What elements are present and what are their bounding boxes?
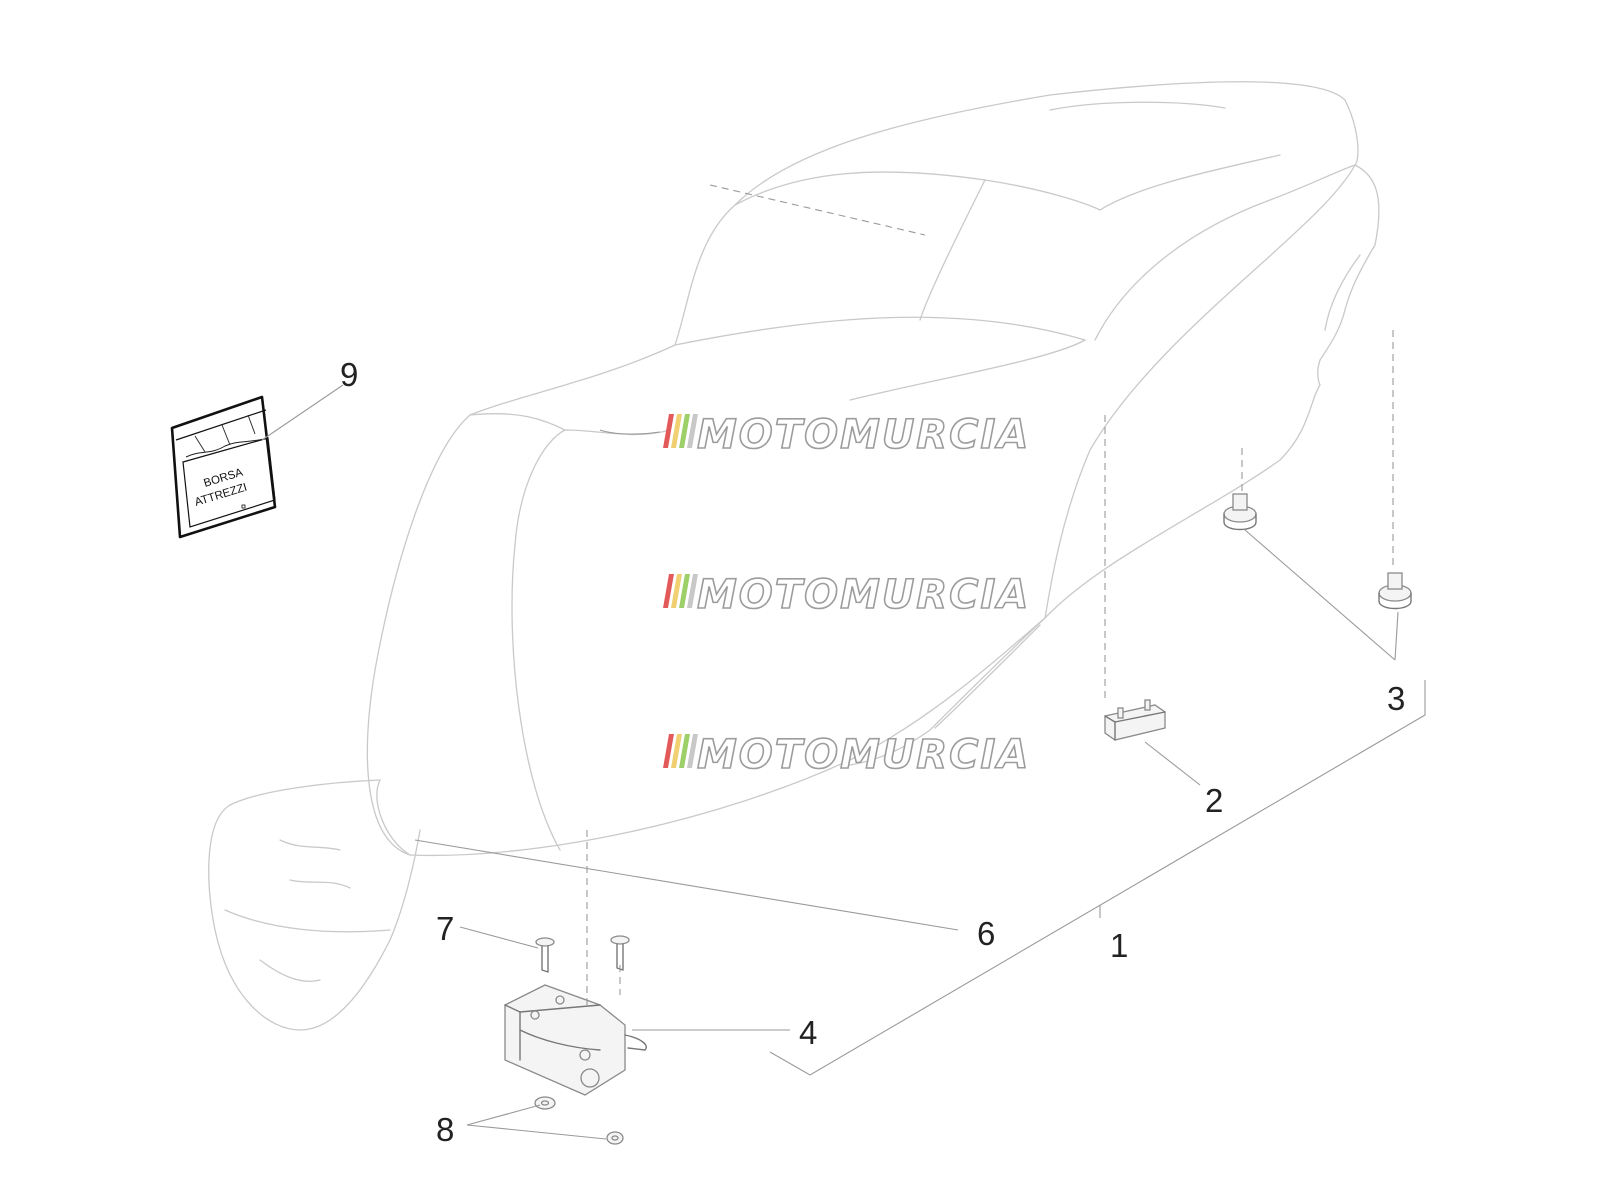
callout-1: 1 xyxy=(1110,927,1128,964)
callout-3: 3 xyxy=(1387,680,1405,717)
watermark-2: MOTOMURCIA xyxy=(663,571,1030,619)
rubber-buffers xyxy=(1223,493,1412,610)
watermark-text-1: MOTOMURCIA xyxy=(697,412,1030,458)
seat-bumper xyxy=(1104,699,1166,741)
watermark-1: MOTOMURCIA xyxy=(663,411,1030,459)
callout-8: 8 xyxy=(436,1111,454,1148)
callout-6: 6 xyxy=(977,915,995,952)
tool-bag: BORSA ATTREZZI xyxy=(170,395,277,539)
callout-labels: 1 2 3 4 6 7 8 9 xyxy=(340,356,1405,1148)
seat-hinge xyxy=(504,984,647,1096)
screws xyxy=(535,935,630,973)
watermark-3: MOTOMURCIA xyxy=(663,731,1030,779)
watermark-text-3: MOTOMURCIA xyxy=(697,732,1030,778)
leader-lines xyxy=(261,330,1426,1140)
washers xyxy=(534,1096,624,1145)
callout-2: 2 xyxy=(1205,782,1223,819)
callout-7: 7 xyxy=(436,910,454,947)
seat-underpan xyxy=(208,779,421,1031)
callout-4: 4 xyxy=(799,1014,817,1051)
callout-9: 9 xyxy=(340,356,358,393)
seat-assembly xyxy=(366,81,1380,857)
watermark-text-2: MOTOMURCIA xyxy=(697,572,1030,618)
